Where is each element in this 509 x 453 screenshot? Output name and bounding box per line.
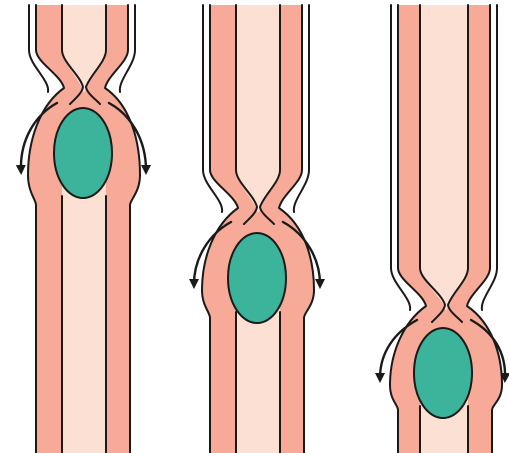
stage-3-panel: [380, 5, 505, 453]
tube-lumen-3: [420, 5, 468, 311]
tube-lumen-2: [236, 5, 280, 213]
stage-1-panel: [21, 5, 146, 453]
tube-lumen-lower-1: [62, 175, 106, 453]
bolus-1: [54, 108, 112, 198]
stage-2-panel: [194, 5, 320, 453]
bolus-2: [228, 233, 286, 323]
bolus-3: [414, 328, 472, 418]
